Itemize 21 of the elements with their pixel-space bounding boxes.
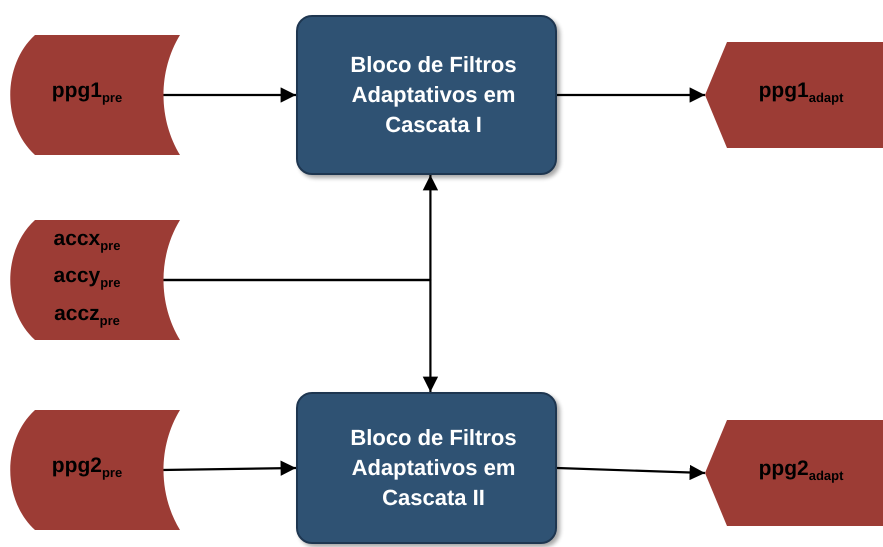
- arrow: [162, 460, 296, 476]
- input-signal-shape: [10, 220, 180, 340]
- signal-label: ppg2$_{pre}$: [52, 453, 124, 483]
- output-signal-shape: [705, 42, 883, 148]
- input-signal-shape: [10, 410, 180, 530]
- arrow: [557, 87, 705, 103]
- signal-label: ppg1$_{adapt}$: [758, 78, 844, 108]
- process-block: [296, 15, 557, 175]
- process-block: [296, 392, 557, 544]
- input-signal-shape: [10, 35, 180, 155]
- signal-label: accz$_{pre}$: [54, 300, 121, 330]
- block-title: Bloco de Filtros Adaptativos em Cascata I: [349, 51, 518, 139]
- signal-label: accx$_{pre}$: [54, 226, 122, 256]
- signal-label: ppg2$_{adapt}$: [758, 456, 844, 486]
- block-title: Bloco de Filtros Adaptativos em Cascata II: [349, 424, 518, 512]
- arrow: [162, 278, 438, 392]
- signal-label: accy$_{pre}$: [54, 263, 122, 293]
- signal-label: ppg1$_{pre}$: [52, 78, 124, 108]
- arrow: [556, 464, 706, 480]
- arrow: [162, 87, 296, 103]
- output-signal-shape: [705, 420, 883, 526]
